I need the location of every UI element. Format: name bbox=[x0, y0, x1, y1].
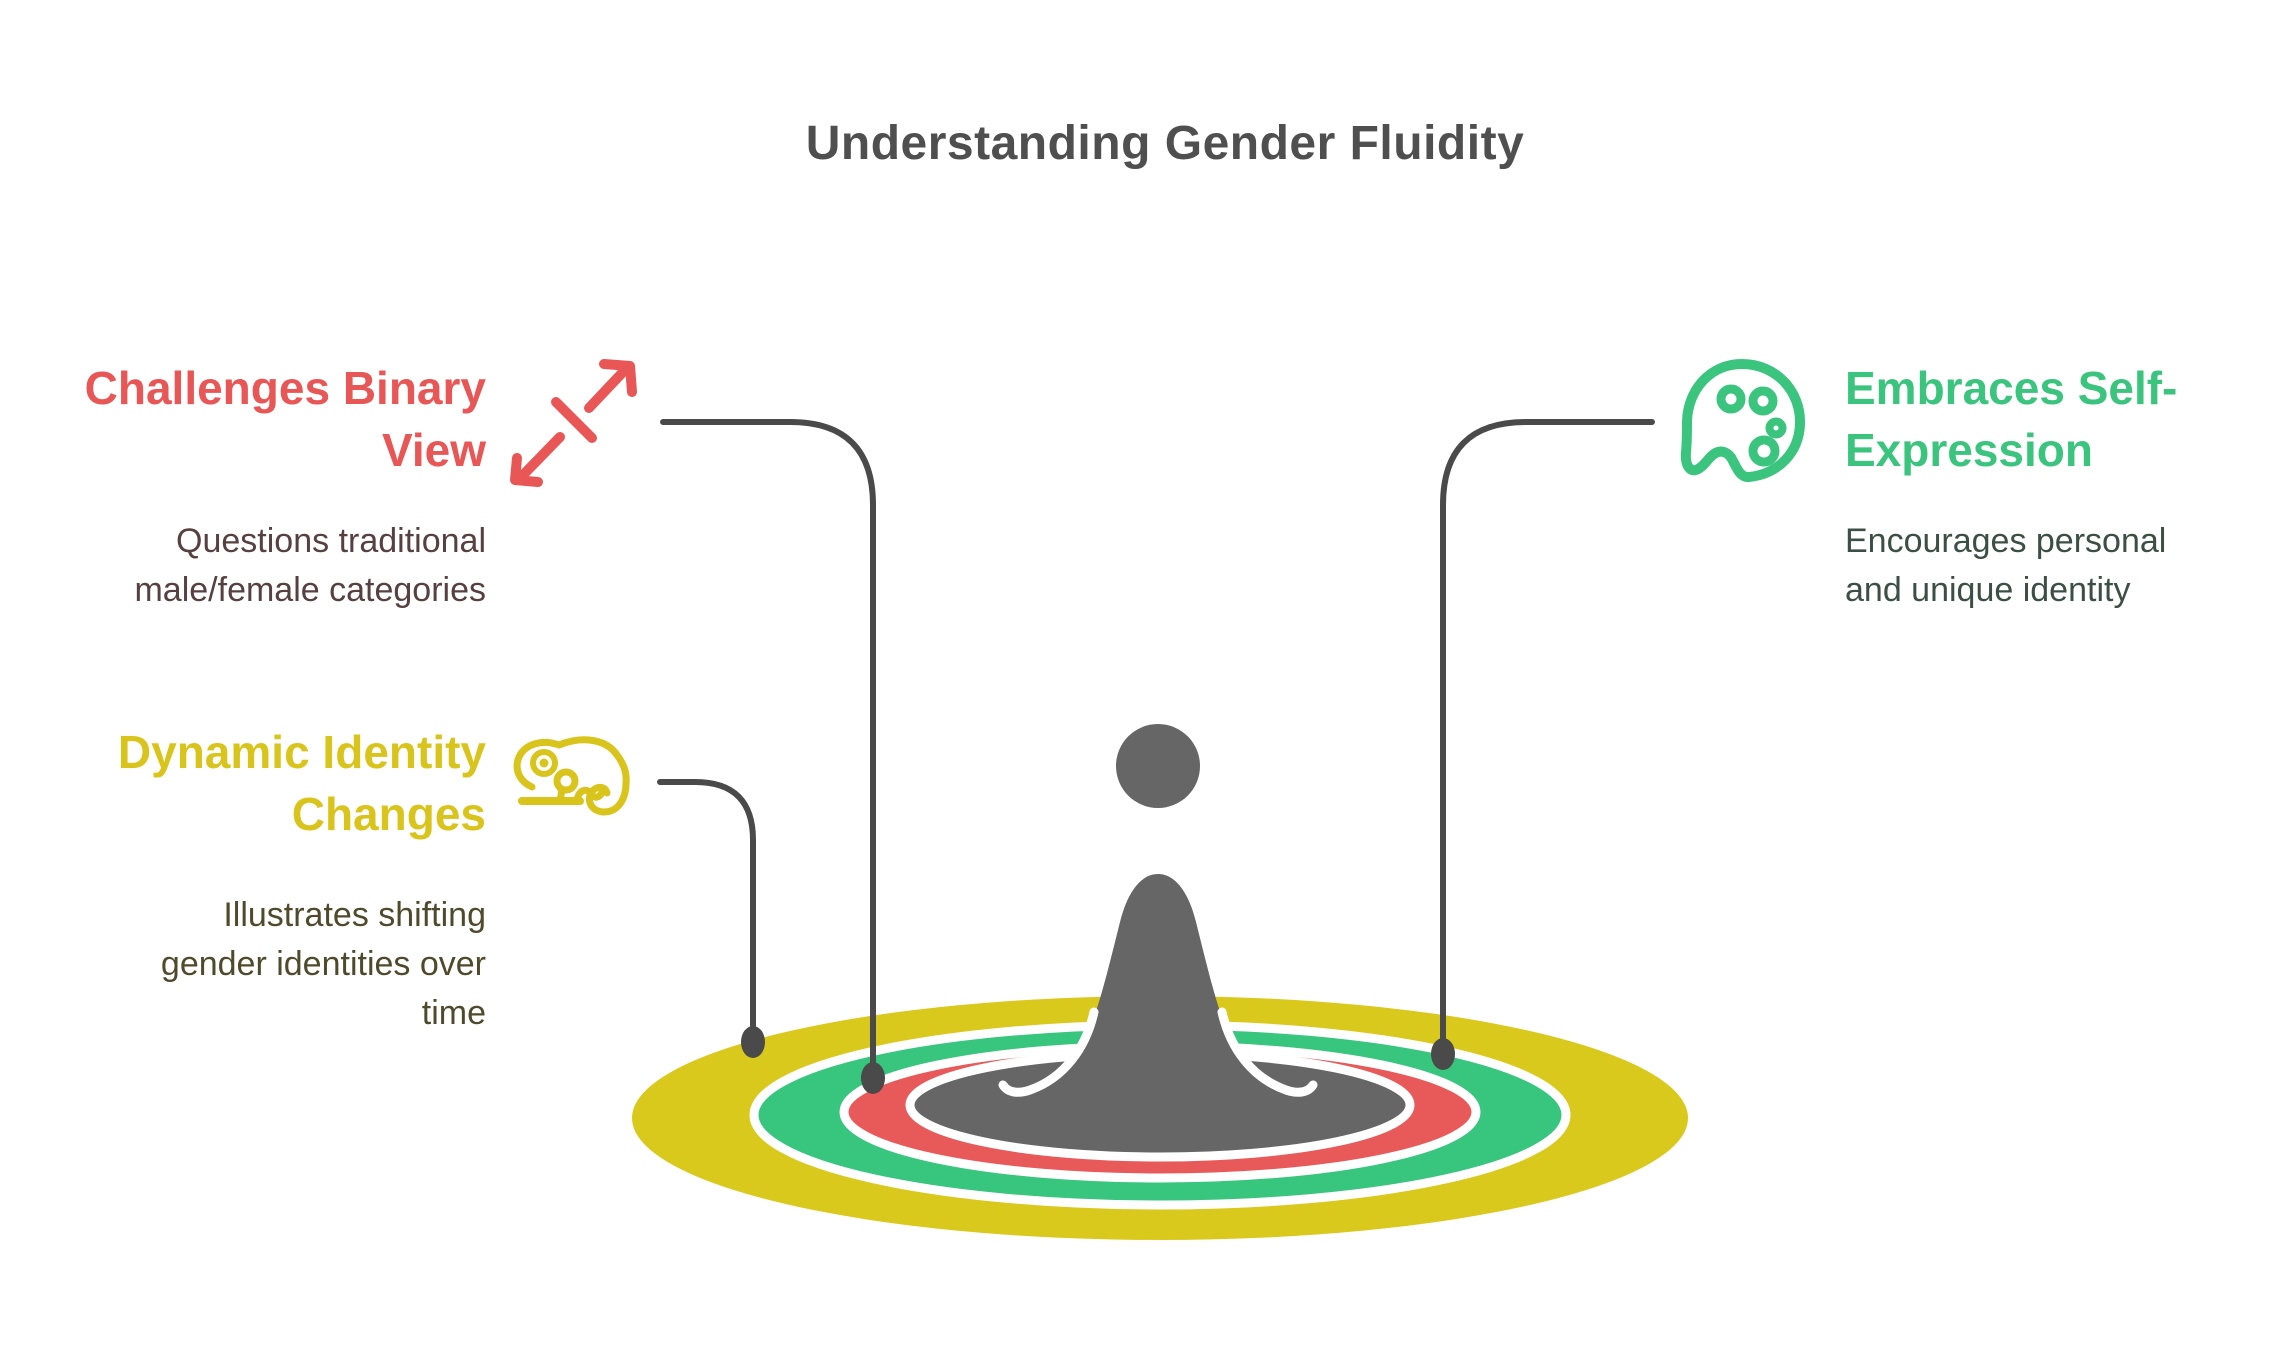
person-figure bbox=[998, 724, 1318, 1148]
connector-embraces bbox=[1440, 419, 1655, 1053]
description-line: Questions traditional bbox=[176, 522, 486, 560]
arrow-sw-head bbox=[510, 453, 543, 487]
heading-dynamic-identity-changes: Dynamic Identity Changes bbox=[58, 721, 486, 845]
heading-line: Embraces Self- bbox=[1845, 362, 2178, 414]
palette-outline bbox=[1680, 359, 1806, 483]
heading-challenges-binary-view: Challenges Binary View bbox=[58, 357, 486, 481]
diagonal-slash bbox=[551, 397, 597, 443]
paint-dot-4 bbox=[1748, 435, 1780, 467]
description-line: Illustrates shifting bbox=[223, 896, 486, 934]
paint-dot-3 bbox=[1765, 417, 1787, 439]
connector-dot-dynamic bbox=[741, 1026, 765, 1058]
description-line: Encourages personal bbox=[1845, 522, 2167, 560]
connectors bbox=[657, 419, 1655, 1094]
person-head bbox=[1116, 724, 1200, 808]
person-body bbox=[1000, 874, 1316, 1148]
chameleon-legs bbox=[573, 786, 606, 805]
paint-dot-1 bbox=[1716, 384, 1746, 414]
heading-line: Changes bbox=[291, 788, 486, 840]
concentric-rings bbox=[632, 996, 1688, 1240]
chameleon-tail bbox=[585, 779, 630, 816]
chameleon-head bbox=[513, 739, 563, 791]
description-challenges-binary-view: Questions traditional male/female catego… bbox=[58, 517, 486, 615]
chameleon-icon bbox=[513, 736, 630, 816]
connector-dynamic bbox=[657, 779, 756, 1041]
heading-line: Challenges Binary bbox=[84, 362, 486, 414]
splash-curl-right bbox=[1217, 1007, 1318, 1097]
description-embraces-self-expression: Encourages personal and unique identity bbox=[1845, 517, 2285, 615]
paint-dot-2 bbox=[1748, 386, 1778, 416]
arrow-ne-head bbox=[599, 359, 637, 397]
chameleon-front-leg-curl bbox=[553, 768, 579, 794]
splash-curl-left bbox=[998, 1007, 1099, 1097]
connector-challenges bbox=[660, 419, 876, 1077]
description-line: male/female categories bbox=[134, 571, 486, 609]
description-dynamic-identity-changes: Illustrates shifting gender identities o… bbox=[58, 891, 486, 1038]
connector-dot-challenges bbox=[861, 1062, 885, 1094]
heading-embraces-self-expression: Embraces Self- Expression bbox=[1845, 357, 2285, 481]
heading-line: Dynamic Identity bbox=[117, 726, 486, 778]
description-line: gender identities over bbox=[160, 945, 486, 983]
page-title: Understanding Gender Fluidity bbox=[805, 117, 1525, 170]
palette-icon bbox=[1680, 359, 1806, 483]
chameleon-pupil bbox=[539, 758, 549, 768]
description-line: time bbox=[421, 994, 486, 1032]
chameleon-eye bbox=[530, 749, 558, 777]
arrow-ne-shaft bbox=[584, 367, 628, 413]
description-line: and unique identity bbox=[1845, 571, 2131, 609]
heading-line: View bbox=[382, 424, 486, 476]
connector-dot-embraces bbox=[1431, 1038, 1455, 1070]
expand-arrows-icon bbox=[510, 359, 637, 487]
heading-line: Expression bbox=[1845, 424, 2093, 476]
chameleon-front-leg bbox=[556, 786, 566, 805]
arrow-sw-shaft bbox=[520, 432, 565, 478]
chameleon-back bbox=[555, 736, 630, 787]
